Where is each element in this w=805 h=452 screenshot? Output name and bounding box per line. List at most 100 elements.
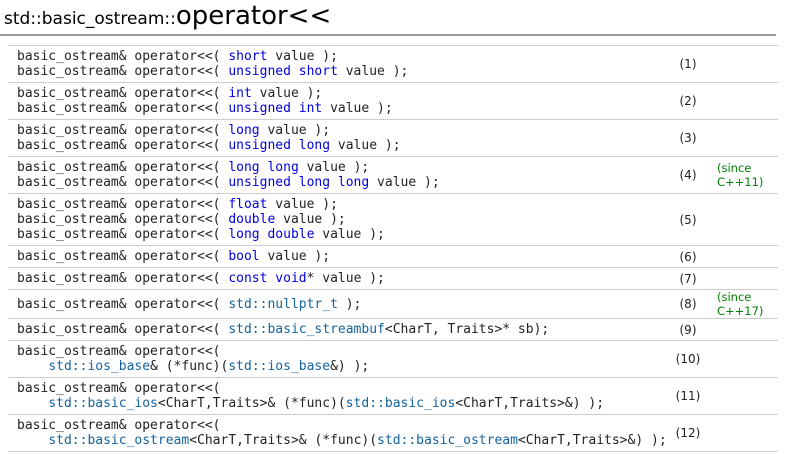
declaration-since-note: [714, 377, 778, 415]
code-link[interactable]: std::basic_ostream: [377, 433, 518, 448]
code-line: basic_ostream& operator<<( long double v…: [17, 227, 662, 242]
declaration-row: basic_ostream& operator<<( std::basic_os…: [8, 414, 778, 452]
code-keyword: short: [228, 49, 268, 64]
code-line: basic_ostream& operator<<( long value );: [17, 123, 662, 138]
code-keyword: const: [228, 271, 268, 286]
code-text: basic_ostream& operator<<(: [17, 212, 229, 227]
declaration-number: (11): [662, 377, 714, 415]
code-text: value );: [369, 175, 440, 190]
declaration-since-note: [714, 340, 778, 378]
code-line: basic_ostream& operator<<( std::nullptr_…: [17, 297, 662, 312]
code-keyword: unsigned int: [228, 101, 323, 116]
code-text: value );: [337, 64, 409, 79]
code-link[interactable]: std::nullptr_t: [228, 296, 338, 312]
code-text: basic_ostream& operator<<(: [17, 249, 229, 264]
declaration-since-note: [714, 414, 778, 452]
code-keyword: unsigned long long: [228, 175, 370, 190]
declaration-code-cell: basic_ostream& operator<<( bool value );: [8, 245, 662, 268]
code-text: basic_ostream& operator<<(: [17, 101, 229, 116]
declaration-table-body: basic_ostream& operator<<( short value )…: [8, 45, 778, 452]
code-text: <CharT,Traits>&) );: [517, 433, 667, 448]
declaration-code-cell: basic_ostream& operator<<( std::ios_base…: [8, 340, 662, 378]
code-text: <CharT,Traits>&) );: [455, 396, 605, 411]
code-link[interactable]: std::basic_ios: [345, 396, 456, 411]
code-line: basic_ostream& operator<<( float value )…: [17, 197, 662, 212]
declaration-number: (2): [662, 82, 714, 120]
code-text: basic_ostream& operator<<(: [17, 197, 229, 212]
code-line: std::basic_ios<CharT,Traits>& (*func)(st…: [17, 396, 662, 411]
code-text: &) );: [330, 359, 370, 374]
code-link[interactable]: std::ios_base: [48, 359, 151, 374]
code-text: basic_ostream& operator<<(: [17, 271, 229, 286]
declaration-row: basic_ostream& operator<<( std::nullptr_…: [8, 289, 778, 319]
code-text: value );: [267, 197, 338, 212]
code-text: [17, 359, 48, 374]
code-link[interactable]: std::basic_ios: [48, 396, 158, 411]
code-link[interactable]: std::basic_ostream: [48, 433, 190, 448]
declaration-row: basic_ostream& operator<<( short value )…: [8, 45, 778, 83]
code-text: basic_ostream& operator<<(: [17, 227, 229, 242]
code-line: basic_ostream& operator<<( unsigned long…: [17, 138, 662, 153]
declaration-number: (6): [662, 245, 714, 268]
code-text: value );: [275, 212, 346, 227]
declaration-code-cell: basic_ostream& operator<<( std::basic_st…: [8, 318, 662, 341]
declaration-code-cell: basic_ostream& operator<<( const void* v…: [8, 267, 662, 290]
declaration-row: basic_ostream& operator<<( long long val…: [8, 156, 778, 194]
code-text: * value );: [306, 271, 385, 286]
code-text: <CharT, Traits>* sb);: [384, 322, 550, 337]
code-link[interactable]: std::basic_streambuf: [228, 322, 385, 337]
declaration-since-note: [714, 82, 778, 120]
code-text: value );: [259, 249, 331, 264]
declaration-table: basic_ostream& operator<<( short value )…: [8, 45, 778, 452]
declaration-row: basic_ostream& operator<<( long value );…: [8, 119, 778, 157]
declaration-code-cell: basic_ostream& operator<<( long long val…: [8, 156, 662, 194]
code-text: basic_ostream& operator<<(: [17, 175, 229, 190]
code-keyword: long double: [228, 227, 315, 242]
code-text: basic_ostream& operator<<(: [17, 86, 229, 101]
code-text: value );: [251, 86, 323, 101]
code-text: <CharT,Traits>& (*func)(: [189, 433, 378, 448]
declaration-number: (4): [662, 156, 714, 194]
code-keyword: long long: [228, 160, 299, 175]
code-line: basic_ostream& operator<<( int value );: [17, 86, 662, 101]
code-keyword: float: [228, 197, 268, 212]
declaration-row: basic_ostream& operator<<( int value );b…: [8, 82, 778, 120]
declaration-row: basic_ostream& operator<<( std::ios_base…: [8, 340, 778, 378]
code-text: );: [337, 296, 362, 312]
declaration-code-cell: basic_ostream& operator<<( std::basic_os…: [8, 414, 667, 452]
code-keyword: bool: [228, 249, 260, 264]
declaration-since-note: [714, 245, 778, 268]
code-text: basic_ostream& operator<<(: [17, 381, 221, 396]
declaration-row: basic_ostream& operator<<( const void* v…: [8, 267, 778, 290]
code-line: basic_ostream& operator<<(: [17, 381, 662, 396]
declaration-row: basic_ostream& operator<<( std::basic_st…: [8, 318, 778, 341]
code-line: basic_ostream& operator<<( double value …: [17, 212, 662, 227]
code-line: basic_ostream& operator<<( std::basic_st…: [17, 322, 662, 337]
declaration-code-cell: basic_ostream& operator<<( short value )…: [8, 45, 662, 83]
declaration-code-cell: basic_ostream& operator<<( std::nullptr_…: [8, 289, 662, 319]
code-text: <CharT,Traits>& (*func)(: [157, 396, 346, 411]
code-line: basic_ostream& operator<<( unsigned long…: [17, 175, 662, 190]
code-text: value );: [259, 123, 331, 138]
declaration-since-note: [714, 193, 778, 246]
declaration-number: (5): [662, 193, 714, 246]
code-text: value );: [314, 227, 385, 242]
declaration-row: basic_ostream& operator<<( std::basic_io…: [8, 377, 778, 415]
code-line: basic_ostream& operator<<(: [17, 418, 662, 433]
code-text: value );: [322, 101, 393, 116]
code-text: value );: [267, 49, 338, 64]
page-title: std::basic_ostream::operator<<: [3, 1, 805, 34]
code-text: basic_ostream& operator<<(: [17, 49, 229, 64]
code-link[interactable]: std::ios_base: [228, 359, 331, 374]
code-text: basic_ostream& operator<<(: [17, 418, 221, 433]
code-text: [17, 396, 48, 411]
declaration-code-cell: basic_ostream& operator<<( long value );…: [8, 119, 662, 157]
declaration-since-note: [714, 267, 778, 290]
code-text: basic_ostream& operator<<(: [17, 160, 229, 175]
code-line: basic_ostream& operator<<( unsigned int …: [17, 101, 662, 116]
declaration-code-cell: basic_ostream& operator<<( float value )…: [8, 193, 662, 246]
declaration-number: (10): [662, 340, 714, 378]
code-line: basic_ostream& operator<<(: [17, 344, 662, 359]
code-line: basic_ostream& operator<<( const void* v…: [17, 271, 662, 286]
